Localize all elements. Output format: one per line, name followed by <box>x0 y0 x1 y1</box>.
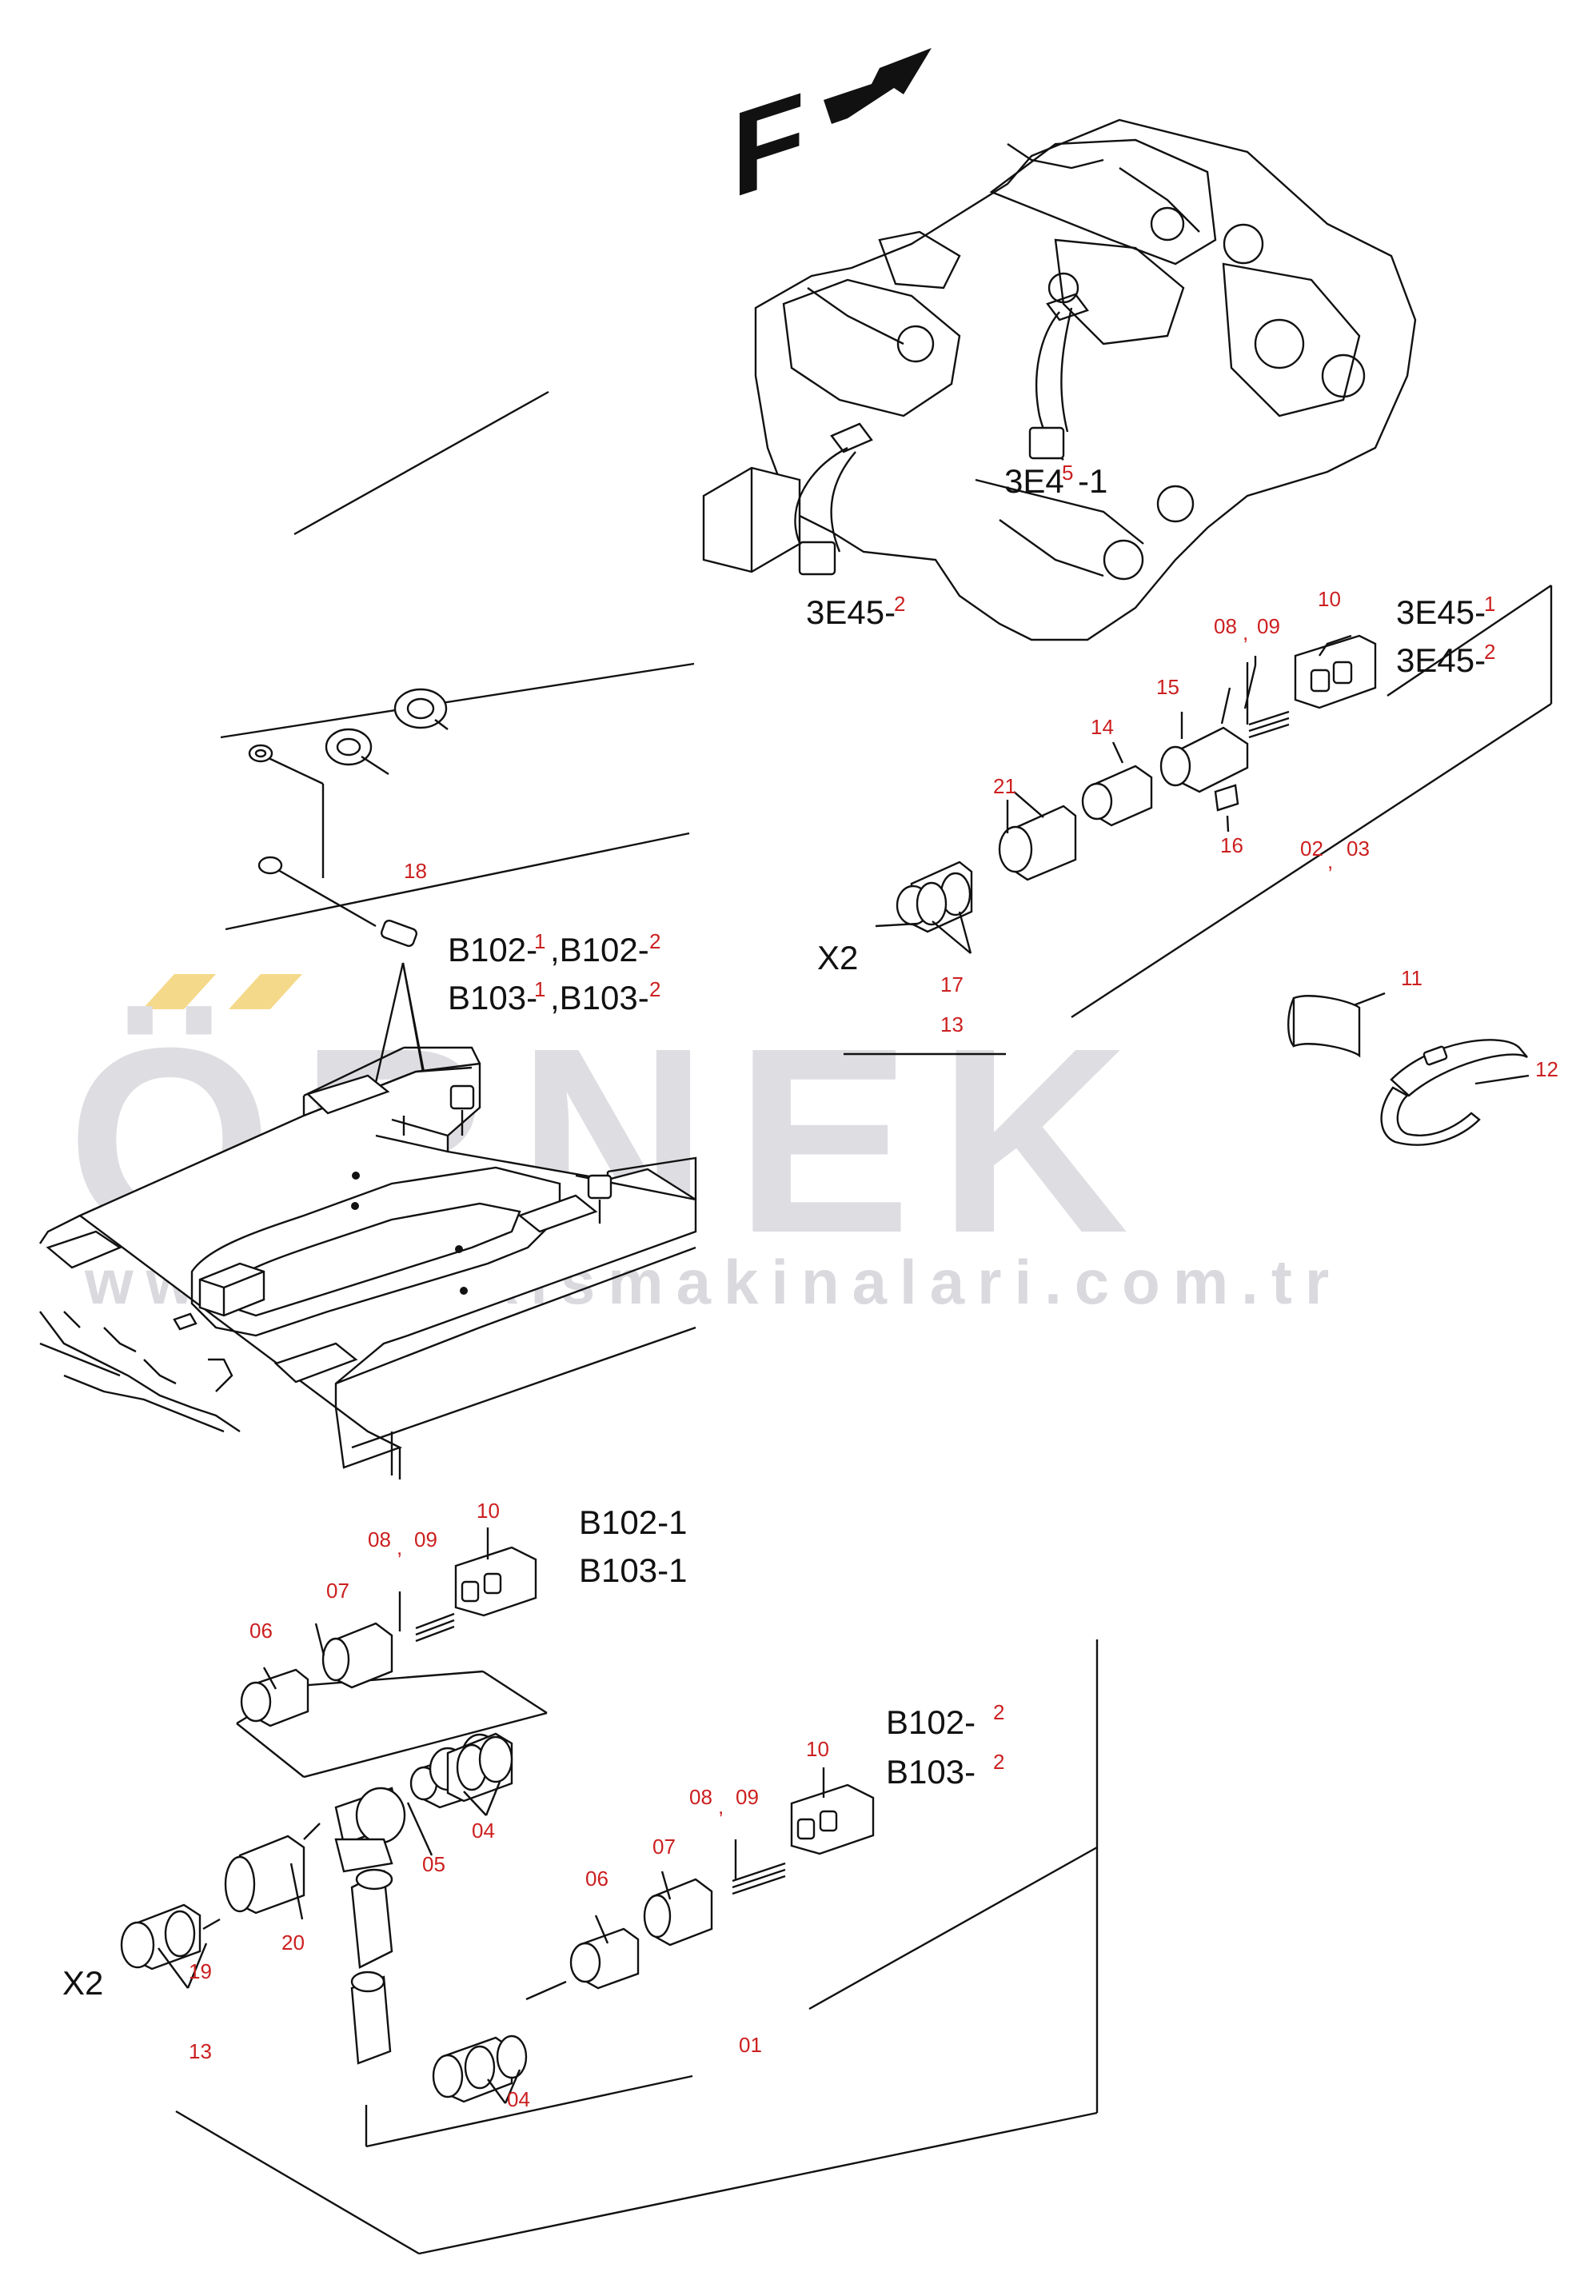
svg-text:16: 16 <box>1220 833 1243 857</box>
svg-text:5: 5 <box>1062 461 1073 485</box>
svg-text:02: 02 <box>1300 837 1323 861</box>
svg-text:09: 09 <box>414 1527 437 1551</box>
ref-b103-1: B103-1 <box>579 1551 687 1589</box>
svg-text:1: 1 <box>534 977 545 1001</box>
svg-text:10: 10 <box>806 1737 829 1761</box>
svg-text:13: 13 <box>940 1012 964 1036</box>
ref-b102-1: B102-1 <box>579 1503 687 1541</box>
engine-callout-left: 3E45- 2 <box>806 592 905 631</box>
frame-outline <box>220 390 695 931</box>
svg-text:10: 10 <box>1318 587 1341 611</box>
svg-text:,: , <box>397 1535 402 1559</box>
svg-text:11: 11 <box>1401 966 1422 990</box>
watermark-accent-right <box>229 974 302 1009</box>
svg-text:-1: -1 <box>1078 462 1107 500</box>
arrow-icon <box>824 48 932 124</box>
svg-text:B102-: B102- <box>448 931 537 968</box>
engine-illustration <box>702 118 1417 641</box>
svg-text:B103-: B103- <box>448 979 537 1016</box>
svg-text:2: 2 <box>894 592 905 616</box>
svg-text:20: 20 <box>281 1931 305 1955</box>
svg-text:3E4: 3E4 <box>1004 462 1064 500</box>
svg-text:2: 2 <box>1484 640 1495 664</box>
svg-text:,B102-: ,B102- <box>550 931 649 968</box>
svg-text:14: 14 <box>1091 715 1114 739</box>
svg-text:03: 03 <box>1347 837 1370 861</box>
sensor-refs-middle: 18 B102- 1 ,B102- 2 B103- 1 ,B103- 2 <box>353 859 660 1296</box>
svg-text:04: 04 <box>472 1819 495 1843</box>
svg-text:2: 2 <box>649 929 660 953</box>
svg-text:08: 08 <box>368 1527 391 1551</box>
connector-assembly-bottom <box>120 1527 1099 2255</box>
svg-text:17: 17 <box>940 972 964 996</box>
svg-text:06: 06 <box>249 1619 273 1643</box>
svg-text:08: 08 <box>1214 614 1237 638</box>
svg-text:05: 05 <box>422 1852 445 1876</box>
svg-text:01: 01 <box>739 2033 762 2057</box>
chassis-frame <box>39 1046 697 1479</box>
connector-assembly-top <box>844 585 1553 1146</box>
svg-text:,: , <box>1243 621 1248 645</box>
direction-marker: F <box>732 48 932 224</box>
svg-text:09: 09 <box>1257 614 1280 638</box>
svg-text:09: 09 <box>736 1785 759 1809</box>
svg-text:,: , <box>1327 849 1333 873</box>
svg-text:21: 21 <box>993 774 1016 798</box>
sensor-ref-2: 3E45- <box>1396 641 1486 679</box>
svg-text:2: 2 <box>993 1750 1004 1774</box>
bottom-group-labels: B102-1 B103-1 B102- 2 B103- 2 X2 10 08 ,… <box>62 1499 1004 2111</box>
svg-text:19: 19 <box>189 1959 212 1983</box>
svg-text:07: 07 <box>652 1835 676 1859</box>
washers-group <box>248 688 449 948</box>
svg-text:07: 07 <box>326 1579 349 1603</box>
x2-label-bottom: X2 <box>62 1964 103 2002</box>
top-group-labels: 3E45- 1 3E45- 2 X2 10 08 , 09 15 14 21 1… <box>817 587 1558 1081</box>
svg-text:08: 08 <box>689 1785 712 1809</box>
svg-text:04: 04 <box>507 2087 530 2111</box>
ref-b103-2: B103- <box>886 1753 976 1791</box>
watermark-accent-left <box>142 974 216 1009</box>
svg-text:3E45-: 3E45- <box>806 593 896 631</box>
direction-letter: F <box>732 66 805 223</box>
ref-b102-2: B102- <box>886 1703 976 1741</box>
part-label-18: 18 <box>404 859 427 883</box>
svg-text:1: 1 <box>1484 592 1495 616</box>
svg-text:10: 10 <box>477 1499 500 1523</box>
sensor-ref-1: 3E45- <box>1396 593 1486 631</box>
svg-text:13: 13 <box>189 2039 212 2063</box>
svg-text:2: 2 <box>993 1700 1004 1724</box>
x2-label-top: X2 <box>817 939 858 976</box>
svg-text:06: 06 <box>585 1867 608 1891</box>
svg-text:12: 12 <box>1535 1057 1558 1081</box>
svg-text:15: 15 <box>1156 675 1179 699</box>
svg-text:,: , <box>718 1795 724 1819</box>
svg-text:2: 2 <box>649 977 660 1001</box>
svg-text:,B103-: ,B103- <box>550 979 649 1016</box>
engine-callout-right: 3E4 5 -1 <box>1004 461 1107 500</box>
svg-text:1: 1 <box>534 929 545 953</box>
